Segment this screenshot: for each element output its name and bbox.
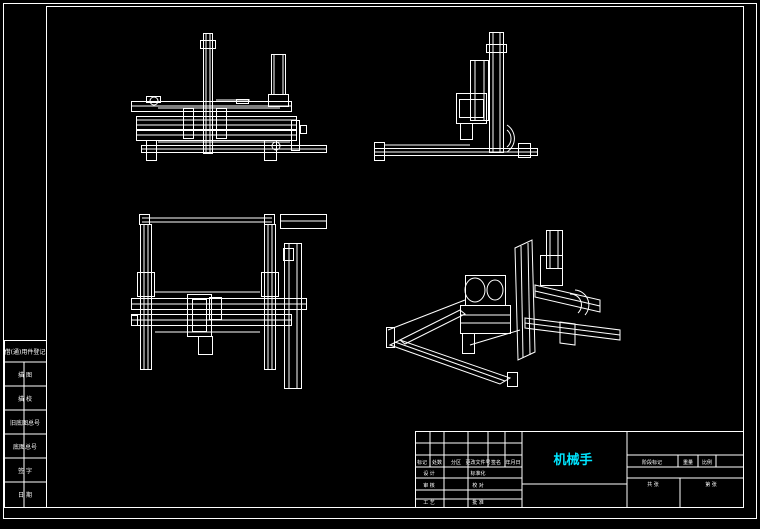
- tb-zone: 分区: [451, 459, 461, 466]
- tb-weight: 重量: [683, 459, 693, 466]
- tb-sheets-total: 共 张: [647, 481, 659, 488]
- strip-label-old-base-number: 旧底图总号: [10, 419, 40, 427]
- title-block: [415, 431, 744, 508]
- isometric-view: [386, 230, 621, 387]
- strip-label-signature: 签 字: [18, 467, 32, 475]
- tb-date: 年月日: [505, 459, 520, 466]
- tb-sheet-number: 第 张: [705, 481, 717, 488]
- strip-label-date: 日 期: [18, 491, 32, 499]
- strip-label-register: 借(通)用件登记: [5, 348, 46, 356]
- outer-border: [3, 3, 757, 519]
- drawing-title: 机械手: [553, 452, 592, 468]
- tb-check: 校 对: [472, 482, 484, 489]
- side-view: [374, 32, 538, 161]
- tb-sign: 签名: [491, 459, 501, 466]
- strip-label-trace-check: 描 校: [18, 395, 32, 403]
- left-binding-strip: [4, 340, 47, 508]
- top-view: [131, 214, 327, 389]
- tb-change-doc: 更改文件号: [465, 459, 490, 466]
- tb-approve: 批 准: [472, 499, 484, 506]
- tb-design: 设 计: [423, 470, 435, 477]
- tb-mark: 标记: [417, 459, 427, 466]
- strip-label-trace: 描 图: [18, 371, 32, 379]
- tb-scale: 比例: [702, 459, 712, 466]
- tb-standardization: 标准化: [470, 470, 485, 477]
- front-view: [131, 33, 327, 161]
- inner-frame: [46, 6, 744, 508]
- tb-review: 审 核: [423, 482, 435, 489]
- tb-process: 工 艺: [423, 500, 435, 506]
- tb-stage-mark: 阶段标记: [642, 459, 662, 466]
- tb-count: 处数: [432, 459, 442, 466]
- strip-label-base-number: 底图总号: [13, 443, 37, 451]
